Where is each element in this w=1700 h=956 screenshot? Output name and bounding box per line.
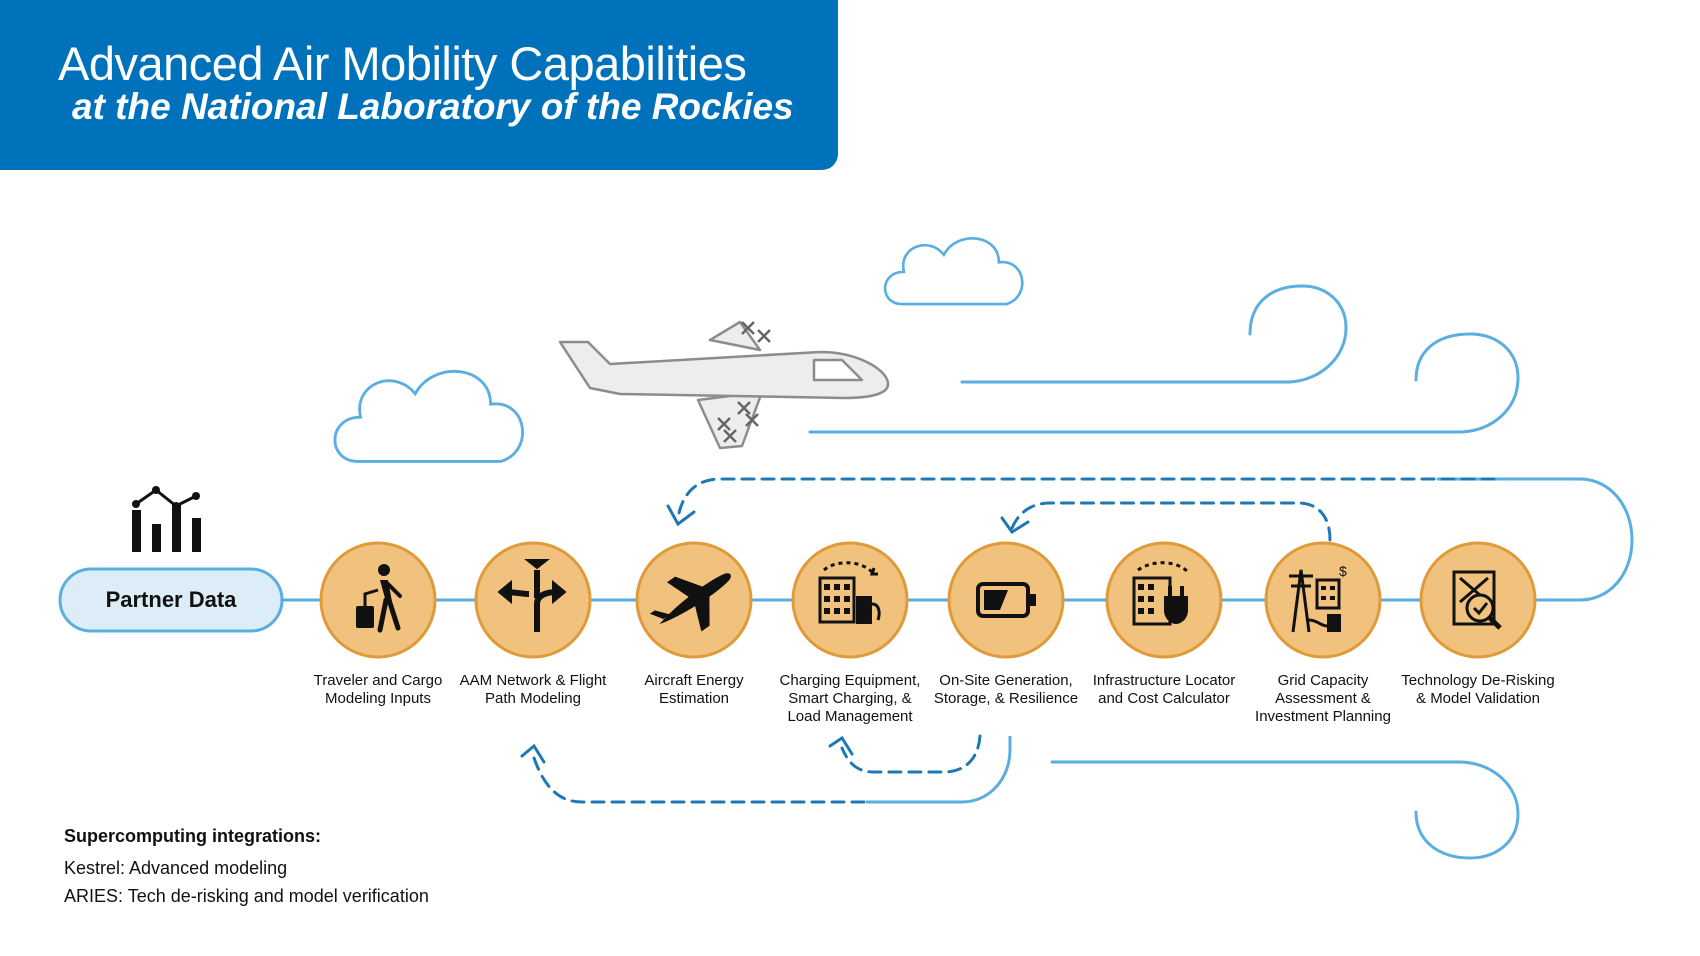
aircraft-icon (649, 573, 731, 632)
step-label: AAM Network & Flight Path Modeling (453, 672, 613, 708)
step-label: Grid Capacity Assessment & Investment Pl… (1243, 672, 1403, 726)
step-label-line: Assessment & (1275, 690, 1371, 707)
grid-tower-icon: $ (1289, 563, 1347, 633)
step-label: On-Site Generation, Storage, & Resilienc… (926, 672, 1086, 708)
step-label-line: Technology De-Risking (1401, 672, 1555, 689)
feedback-arrowheads (520, 504, 1030, 764)
step-label: Infrastructure Locator and Cost Calculat… (1084, 672, 1244, 708)
step-label-line: Aircraft Energy (644, 672, 744, 689)
evtol-aircraft-icon (558, 320, 890, 450)
step-label-line: Smart Charging, & (788, 690, 912, 707)
step-label: Traveler and Cargo Modeling Inputs (298, 672, 458, 708)
feedback-arrows (532, 477, 1496, 804)
step-label-line: On-Site Generation, (939, 672, 1073, 689)
step-label: Aircraft Energy Estimation (614, 672, 774, 708)
step-label-line: Modeling Inputs (325, 690, 431, 707)
step-label-line: Traveler and Cargo (313, 672, 443, 689)
notes-line: ARIES: Tech de-risking and model verific… (64, 886, 429, 906)
title-banner: Advanced Air Mobility Capabilities at th… (0, 0, 838, 170)
step-label-line: and Cost Calculator (1098, 690, 1230, 707)
step-label-line: & Model Validation (1416, 690, 1540, 707)
cloud-icon (333, 369, 524, 463)
cloud-icon (883, 236, 1024, 306)
svg-text:$: $ (1339, 563, 1347, 579)
partner-data-label: Partner Data (106, 587, 238, 612)
notes-heading: Supercomputing integrations: (64, 826, 322, 846)
return-curve (866, 736, 1012, 804)
split-arrows-icon (497, 559, 567, 632)
traveler-luggage-icon (356, 564, 402, 633)
step-label-line: Investment Planning (1255, 708, 1391, 725)
step-label-line: Charging Equipment, (779, 672, 921, 689)
document-check-icon (1452, 570, 1502, 630)
battery-icon (976, 582, 1036, 618)
bar-chart-icon (132, 486, 201, 552)
step-label: Technology De-Risking & Model Validation (1398, 672, 1558, 708)
wind-swirls (808, 284, 1634, 860)
step-label-line: Path Modeling (485, 690, 581, 707)
step-label: Charging Equipment, Smart Charging, & Lo… (770, 672, 930, 726)
notes-line: Kestrel: Advanced modeling (64, 858, 288, 878)
step-label-line: Infrastructure Locator (1092, 672, 1236, 689)
page-subtitle: at the National Laboratory of the Rockie… (72, 86, 794, 127)
step-label-line: Grid Capacity (1277, 672, 1369, 689)
charging-station-icon (818, 561, 881, 624)
partner-data-node: Partner Data (58, 567, 284, 633)
supercomputing-notes: Supercomputing integrations: Kestrel: Ad… (64, 822, 429, 910)
step-label-line: Storage, & Resilience (933, 690, 1079, 707)
page-title: Advanced Air Mobility Capabilities (58, 37, 747, 90)
step-label-line: Load Management (787, 708, 913, 725)
step-label-line: AAM Network & Flight (459, 672, 607, 689)
step-label-line: Estimation (658, 690, 730, 707)
calculator-plug-icon (1132, 561, 1190, 626)
